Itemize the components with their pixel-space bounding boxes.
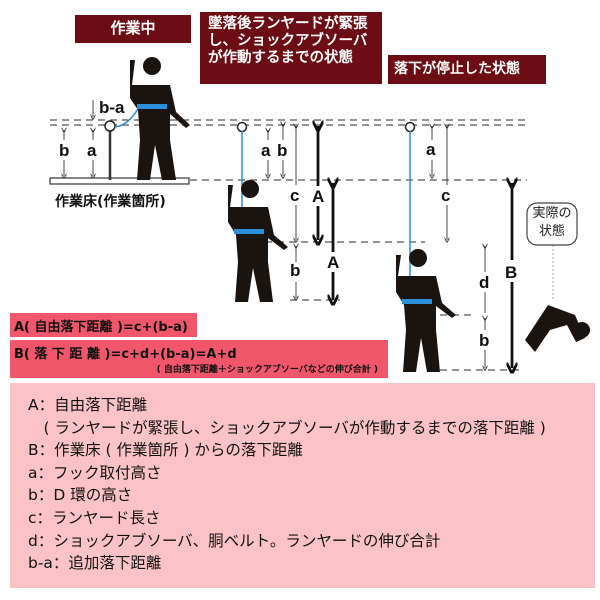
legend-box: A：自由落下距離 ( ランヤードが緊張し、ショックアブソーバが作動するまでの落下… [10, 383, 595, 588]
label-b: b [59, 141, 69, 160]
worker-silhouette-icon [228, 180, 288, 302]
worker-silhouette-icon [396, 249, 456, 372]
legend-item-A: A：自由落下距離 [28, 396, 148, 414]
actual-state-bubble [526, 202, 578, 246]
label-d: d [479, 273, 489, 292]
hook-ring-icon [104, 120, 116, 132]
floor-label: 作業床(作業箇所) [55, 193, 166, 210]
legend-item-d: d：ショックアブソーバ、胴ベルト。ランヤードの伸び合計 [28, 531, 441, 550]
hook-ring-icon [404, 121, 416, 133]
hook-ring-icon [236, 121, 248, 133]
harness-belt [137, 104, 167, 109]
formula-B-text: B( 落 下 距 離 )=c+d+(b-a)=A+d [14, 347, 237, 362]
label-A: A [327, 253, 339, 272]
harness-belt [234, 229, 264, 234]
label-a: a [87, 141, 97, 160]
formula-B-note: ( 自由落下距離＋ショックアブソーバなどの伸び合計 ) [156, 365, 378, 375]
fall-distance-diagram: b-a b a a b c A A b a c B d b 作業床(作業箇所) [49, 57, 590, 380]
actual-state-label: 実際の状態 [532, 206, 572, 239]
work-floor [49, 177, 190, 185]
falling-worker-silhouette-icon [525, 305, 590, 352]
legend-item-a: a：フック取付高さ [28, 463, 162, 482]
legend-item-c: c：ランヤード長さ [28, 508, 161, 527]
label-b: b [479, 331, 489, 350]
label-b: b [290, 261, 300, 280]
formula-A: A( 自由落下距離 )=c+(b-a) [10, 313, 197, 337]
header-working: 作業中 [75, 15, 191, 43]
legend-item-A-note: ( ランヤードが緊張し、ショックアブソーバが作動するまでの落下距離 ) [28, 418, 546, 437]
label-b: b [277, 141, 287, 160]
label-B: B [505, 263, 517, 282]
worker-silhouette-icon [130, 57, 190, 180]
header-tensioned: 墜落後ランヤードが緊張し、ショックアブソーバが作動するまでの状態 [200, 12, 382, 84]
header-stopped: 落下が停止した状態 [388, 55, 546, 84]
legend-item-b: b：D 環の高さ [28, 486, 133, 505]
harness-belt [402, 299, 432, 304]
formula-B: B( 落 下 距 離 )=c+d+(b-a)=A+d ( 自由落下距離＋ショック… [10, 340, 388, 378]
label-A: A [312, 187, 324, 206]
label-a: a [261, 141, 271, 160]
label-c: c [441, 186, 450, 205]
label-a: a [426, 140, 436, 159]
label-b-a: b-a [99, 98, 125, 117]
legend-item-B: B：作業床 ( 作業箇所 ) からの落下距離 [28, 441, 303, 460]
label-c: c [290, 186, 299, 205]
legend-item-b-a: b-a：追加落下距離 [28, 554, 162, 573]
